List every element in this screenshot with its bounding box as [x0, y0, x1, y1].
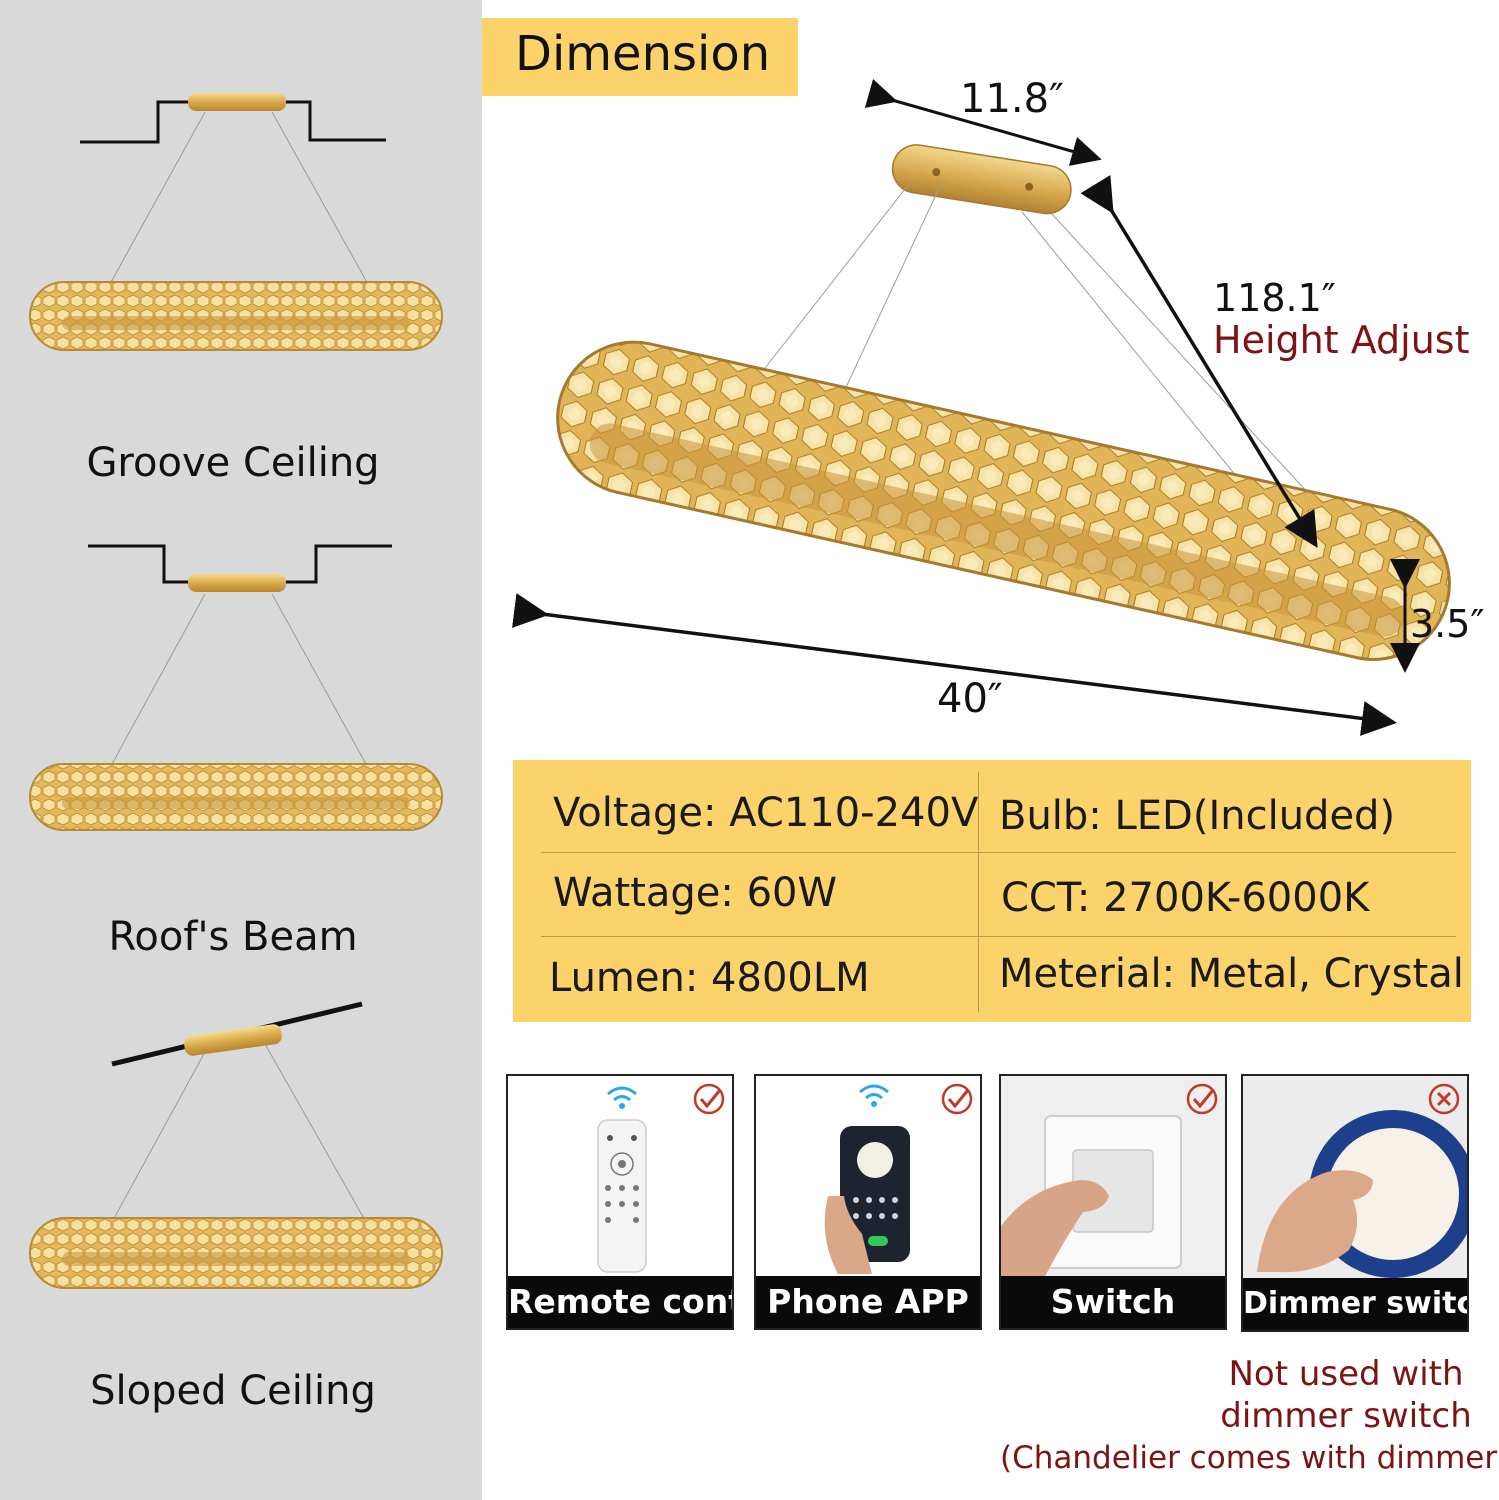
height-adjust-label: Height Adjust [1213, 318, 1470, 362]
specs-table: Voltage: AC110-240V Bulb: LED(Included) … [513, 760, 1471, 1022]
dimmer-note-line1: Not used with [1228, 1354, 1464, 1394]
check-icon [1186, 1083, 1218, 1115]
chandelier-dimension-diagram [512, 79, 1451, 736]
wall-switch-icon [1001, 1076, 1225, 1280]
length-arrow [512, 593, 1397, 736]
groove-ceiling-illustration [29, 93, 443, 351]
control-card-phone: Phone APP [754, 1074, 982, 1330]
canopy-width-arrow [864, 79, 1102, 166]
dimension-title: Dimension [515, 26, 771, 82]
cross-icon [1428, 1083, 1460, 1115]
install-label-sloped: Sloped Ceiling [90, 1368, 376, 1414]
canopy [891, 144, 1072, 215]
dimmer-knob-icon [1243, 1076, 1467, 1282]
control-card-dimmer: Dimmer switch [1241, 1074, 1469, 1332]
height-arrow [1080, 174, 1318, 548]
dimmer-note-line3: (Chandelier comes with dimmer) [1000, 1440, 1499, 1476]
spec-bulb: Bulb: LED(Included) [999, 793, 1396, 839]
length-label: 40″ [937, 676, 1003, 722]
height-label: 118.1″ [1213, 276, 1336, 320]
control-label-phone: Phone APP [756, 1276, 980, 1328]
control-label-remote: Remote contro [508, 1276, 732, 1328]
control-card-remote: Remote contro [506, 1074, 734, 1330]
install-label-beam: Roof's Beam [108, 914, 358, 960]
canopy-width-label: 11.8″ [960, 76, 1065, 122]
dimmer-note-line2: dimmer switch [1220, 1396, 1472, 1436]
phone-icon [824, 1084, 910, 1274]
installation-panel: Groove Ceiling Roof's Beam Sloped Ceilin… [0, 0, 482, 1500]
crystal-ring [556, 340, 1451, 661]
sloped-ceiling-illustration [29, 1001, 443, 1289]
check-icon [941, 1083, 973, 1115]
thickness-label: 3.5″ [1410, 602, 1485, 646]
control-card-switch: Switch [999, 1074, 1227, 1330]
spec-material: Meterial: Metal, Crystal [999, 951, 1464, 997]
remote-icon [597, 1086, 647, 1273]
spec-lumen: Lumen: 4800LM [549, 955, 870, 1001]
roof-beam-illustration [29, 544, 443, 831]
control-label-switch: Switch [1001, 1276, 1225, 1328]
install-label-groove: Groove Ceiling [86, 440, 380, 486]
dimension-header: Dimension [482, 18, 798, 96]
spec-wattage: Wattage: 60W [553, 870, 838, 916]
spec-cct: CCT: 2700K-6000K [1001, 875, 1370, 921]
installation-illustrations [29, 93, 443, 1289]
spec-voltage: Voltage: AC110-240V [553, 790, 979, 836]
check-icon [693, 1083, 725, 1115]
control-label-dimmer: Dimmer switch [1243, 1278, 1467, 1330]
